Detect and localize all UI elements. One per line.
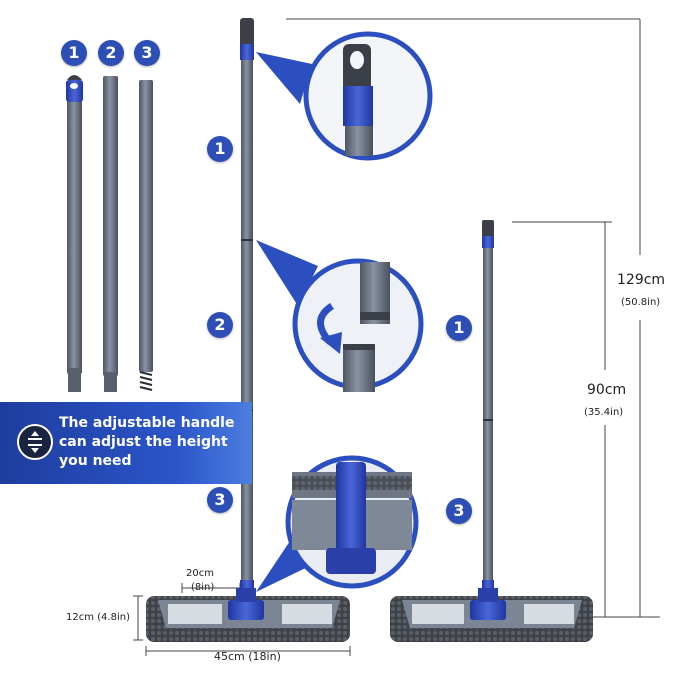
zoom-circle-connection — [292, 258, 424, 392]
head-height: 12cm (4.8in) — [66, 612, 130, 623]
part-number-badge: 1 — [61, 40, 87, 66]
dimension-lines — [133, 18, 660, 656]
head-depth-in: (8in) — [191, 582, 215, 593]
section-badge: 3 — [446, 498, 472, 524]
max-height-in: (50.8in) — [621, 297, 661, 308]
head-width: 45cm (18in) — [214, 650, 281, 663]
zoom-circle-hook — [303, 31, 433, 161]
banner-text: The adjustable handle can adjust the hei… — [59, 414, 254, 471]
section-badge: 2 — [207, 312, 233, 338]
pole-part-2 — [103, 76, 118, 392]
head-depth-cm: 20cm — [186, 568, 214, 579]
banner-line-3: you need — [59, 453, 132, 469]
banner-line-1: The adjustable handle — [59, 415, 235, 431]
short-mop-pole — [482, 220, 494, 594]
adjust-height-icon — [17, 424, 53, 460]
min-height-cm: 90cm — [587, 382, 627, 398]
min-height-in: (35.4in) — [584, 407, 624, 418]
tall-mop-head — [146, 588, 350, 642]
max-height-cm: 129cm — [617, 272, 666, 288]
tall-mop-pole — [240, 18, 254, 594]
pole-part-1 — [66, 75, 83, 392]
banner-line-2: can adjust the height — [59, 434, 228, 450]
pole-part-3 — [139, 80, 153, 391]
section-badge: 1 — [446, 315, 472, 341]
part-number-badge: 3 — [134, 40, 160, 66]
short-mop-head — [390, 588, 593, 642]
zoom-circle-joint — [285, 455, 419, 589]
section-badge: 1 — [207, 136, 233, 162]
section-badge: 3 — [207, 487, 233, 513]
part-number-badge: 2 — [98, 40, 124, 66]
